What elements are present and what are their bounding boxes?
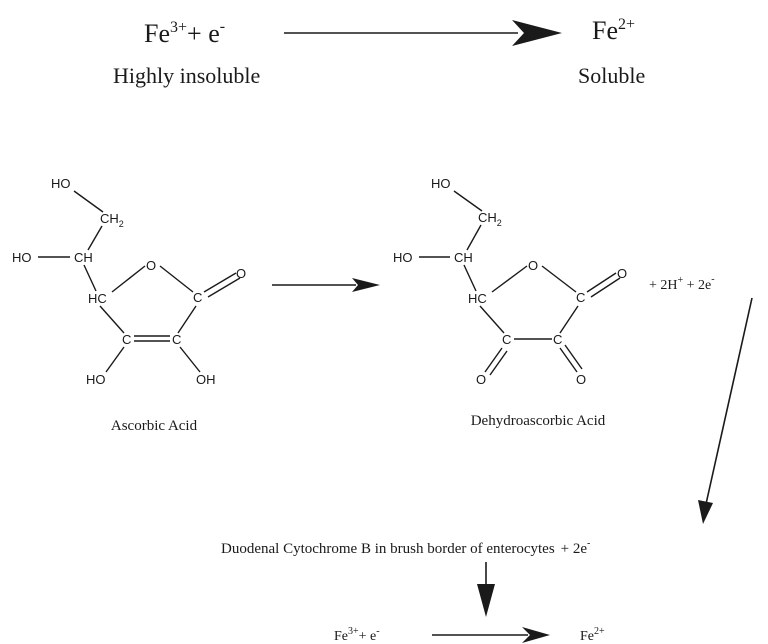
dha-ho-top: HO (431, 176, 451, 191)
ascorbic-acid-name: Ascorbic Acid (111, 418, 198, 434)
dha-carbon-right: C (553, 332, 562, 347)
bottom-product-formula: Fe2+ (580, 626, 605, 644)
dha-carbon-left: C (502, 332, 511, 347)
dha-ho-side: HO (393, 250, 413, 265)
byproducts-text: + 2H+ + 2e- (649, 274, 715, 293)
reduction-down-arrow (477, 562, 495, 617)
dehydroascorbic-acid-structure: HO CH2 HO CH O HC C O C C O O Dehydro (393, 176, 627, 429)
dha-ch: CH (454, 250, 473, 265)
aa-carbonyl-carbon: C (193, 290, 202, 305)
dha-carbonyl-oxygen: O (617, 266, 627, 281)
aa-bonds (38, 190, 241, 373)
dha-ring-oxygen: O (528, 258, 538, 273)
oxidation-arrow (272, 278, 380, 292)
aa-carbonyl-oxygen: O (236, 266, 246, 281)
top-reactant-formula: Fe3++ e- (144, 18, 225, 48)
aa-hc: HC (88, 291, 107, 306)
electron-transfer-arrow (698, 297, 753, 524)
aa-hydroxyl-left: HO (86, 372, 106, 387)
aa-ho-side: HO (12, 250, 32, 265)
dha-carbonyl-carbon: C (576, 290, 585, 305)
dha-oxo-right: O (576, 372, 586, 387)
top-reaction-arrow (284, 20, 562, 46)
dha-oxo-left: O (476, 372, 486, 387)
dehydroascorbic-acid-name: Dehydroascorbic Acid (471, 413, 606, 429)
bottom-reaction: Fe3++ e- Fe2+ (334, 626, 605, 644)
dha-ch2: CH2 (478, 210, 502, 228)
aa-ch: CH (74, 250, 93, 265)
aa-ho-top: HO (51, 176, 71, 191)
cytochrome-label: Duodenal Cytochrome B in brush border of… (221, 538, 590, 557)
aa-carbon-right: C (172, 332, 181, 347)
bottom-reactant-formula: Fe3++ e- (334, 626, 380, 644)
aa-ring-oxygen: O (146, 258, 156, 273)
aa-ch2: CH2 (100, 211, 124, 229)
top-reactant-label: Highly insoluble (113, 63, 260, 88)
aa-hydroxyl-right: OH (196, 372, 216, 387)
top-product-label: Soluble (578, 63, 645, 88)
top-reaction: Fe3++ e- Fe2+ Highly insoluble Soluble (113, 16, 645, 88)
ascorbic-acid-structure: HO CH2 HO CH O HC C O C C HO OH Ascorbic… (12, 176, 246, 434)
aa-carbon-left: C (122, 332, 131, 347)
dha-bonds (419, 190, 621, 376)
top-product-formula: Fe2+ (592, 16, 635, 45)
dha-hc: HC (468, 291, 487, 306)
